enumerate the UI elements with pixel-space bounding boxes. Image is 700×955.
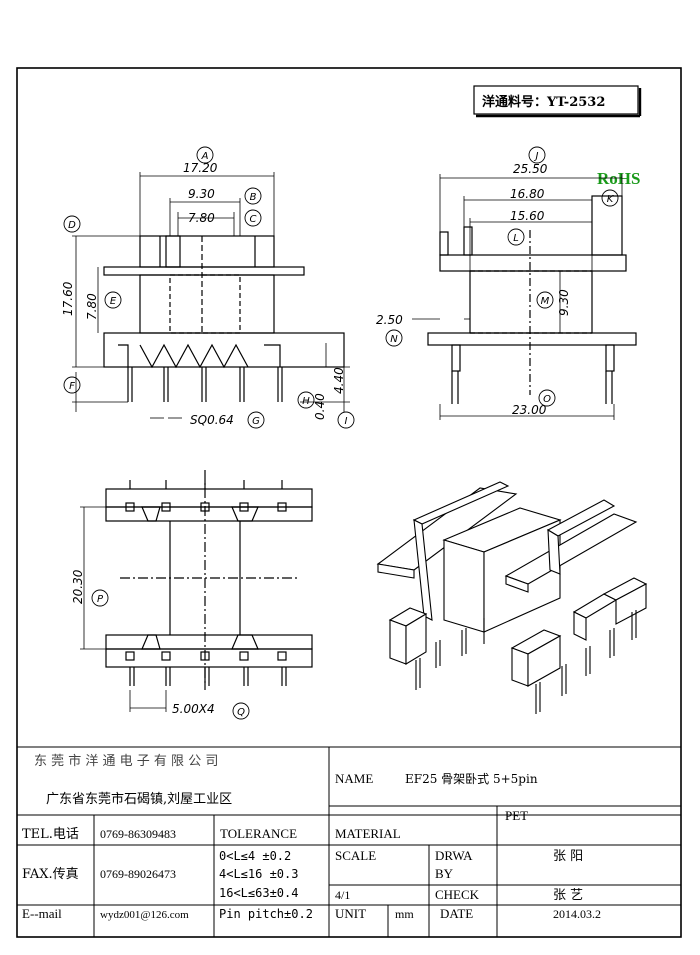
- fax-label: FAX.传真: [22, 867, 79, 882]
- company-name: 东 莞 市 洋 通 电 子 有 限 公 司: [34, 753, 218, 769]
- svg-text:K: K: [607, 194, 615, 205]
- isometric-view: [376, 481, 648, 687]
- isometric-pins: [415, 610, 637, 714]
- tolerance-row-2: 4<L≤16 ±0.3: [219, 867, 298, 881]
- check-label: CHECK: [435, 887, 480, 902]
- scale-value: 4/1: [335, 888, 350, 902]
- bottom-view: [105, 470, 313, 690]
- drawn-by-label-2: BY: [435, 866, 454, 881]
- dim-d-value: 17.60: [61, 281, 75, 316]
- date-value: 2014.03.2: [553, 907, 601, 921]
- tel-value: 0769-86309483: [100, 827, 176, 841]
- material-value: PET: [505, 808, 528, 823]
- check-value: 张 艺: [553, 888, 583, 903]
- marker-n: N: [385, 329, 403, 347]
- marker-q: Q: [232, 702, 250, 720]
- material-label: MATERIAL: [335, 826, 401, 841]
- name-label: NAME: [335, 771, 373, 786]
- unit-value: mm: [395, 907, 414, 921]
- dim-c-value: 7.80: [188, 211, 215, 225]
- marker-k: K: [601, 189, 619, 207]
- name-value: EF25 骨架卧式 5+5pin: [405, 772, 538, 786]
- email-label: E--mail: [22, 906, 62, 921]
- svg-text:I: I: [345, 416, 348, 427]
- dim-e-value: 7.80: [85, 293, 99, 320]
- svg-text:J: J: [534, 151, 539, 162]
- svg-text:Q: Q: [237, 707, 245, 718]
- side-view: [427, 195, 637, 404]
- sheet-border: [16, 67, 682, 938]
- tolerance-row-1: 0<L≤4 ±0.2: [219, 849, 291, 863]
- marker-i: I: [337, 411, 355, 429]
- part-number-text: 洋通料号：YT-2532: [482, 94, 605, 110]
- drawn-by-value: 张 阳: [553, 849, 583, 864]
- dim-o-value: 23.00: [512, 403, 547, 417]
- front-view-dimensions: [72, 172, 350, 419]
- tolerance-label: TOLERANCE: [220, 826, 297, 841]
- tel-label: TEL.电话: [22, 827, 79, 842]
- dim-i-value: 4.40: [332, 367, 346, 394]
- svg-text:L: L: [513, 233, 519, 244]
- marker-f: F: [63, 376, 81, 394]
- svg-text:F: F: [69, 381, 75, 392]
- marker-o: O: [538, 389, 556, 407]
- unit-label: UNIT: [335, 906, 366, 921]
- marker-a: A: [196, 146, 214, 164]
- svg-text:E: E: [110, 296, 117, 307]
- tolerance-row-3: 16<L≤63±0.4: [219, 886, 298, 900]
- front-view: [103, 235, 345, 402]
- side-view-dimensions: [412, 174, 623, 420]
- marker-j: J: [528, 146, 546, 164]
- tolerance-row-4: Pin pitch±0.2: [219, 907, 313, 921]
- drawn-by-label-1: DRWA: [435, 848, 473, 863]
- fax-value: 0769-89026473: [100, 867, 176, 881]
- bottom-view-dimensions: [80, 506, 167, 712]
- marker-h: H: [297, 391, 315, 409]
- svg-text:O: O: [543, 394, 551, 405]
- marker-d: D: [63, 215, 81, 233]
- marker-e: E: [104, 291, 122, 309]
- dim-a-value: 17.20: [183, 161, 218, 175]
- email-value: wydz001@126.com: [100, 909, 189, 921]
- dim-q-value: 5.00X4: [172, 702, 215, 716]
- svg-text:C: C: [250, 214, 257, 225]
- svg-text:H: H: [302, 396, 310, 407]
- rohs-mark: RoHS: [597, 169, 640, 188]
- svg-text:P: P: [97, 594, 104, 605]
- marker-l: L: [507, 228, 525, 246]
- svg-text:N: N: [390, 334, 398, 345]
- dim-g-value: SQ0.64: [190, 413, 234, 427]
- dim-j-value: 25.50: [513, 162, 548, 176]
- circled-letters: A B C D E F G H I J K L M N O P Q: [63, 146, 619, 720]
- title-block: [17, 746, 681, 937]
- dim-k-value: 16.80: [510, 187, 545, 201]
- svg-text:A: A: [201, 151, 209, 162]
- svg-text:G: G: [252, 416, 260, 427]
- dim-n-value: 2.50: [376, 313, 403, 327]
- company-address: 广东省东莞市石碣镇,刘屋工业区: [46, 791, 232, 807]
- scale-label: SCALE: [335, 848, 376, 863]
- dim-p-value: 20.30: [71, 569, 85, 604]
- marker-g: G: [247, 411, 265, 429]
- dim-m-value: 9.30: [557, 289, 571, 316]
- marker-c: C: [244, 209, 262, 227]
- marker-m: M: [536, 291, 554, 309]
- dim-b-value: 9.30: [188, 187, 215, 201]
- marker-p: P: [91, 589, 109, 607]
- date-label: DATE: [440, 906, 473, 921]
- dim-l-value: 15.60: [510, 209, 545, 223]
- part-number-box: 洋通料号：YT-2532: [473, 85, 642, 118]
- svg-text:M: M: [541, 296, 550, 307]
- svg-text:B: B: [250, 192, 257, 203]
- marker-b: B: [244, 187, 262, 205]
- dim-h-value: 0.40: [313, 393, 327, 420]
- svg-text:D: D: [68, 220, 76, 231]
